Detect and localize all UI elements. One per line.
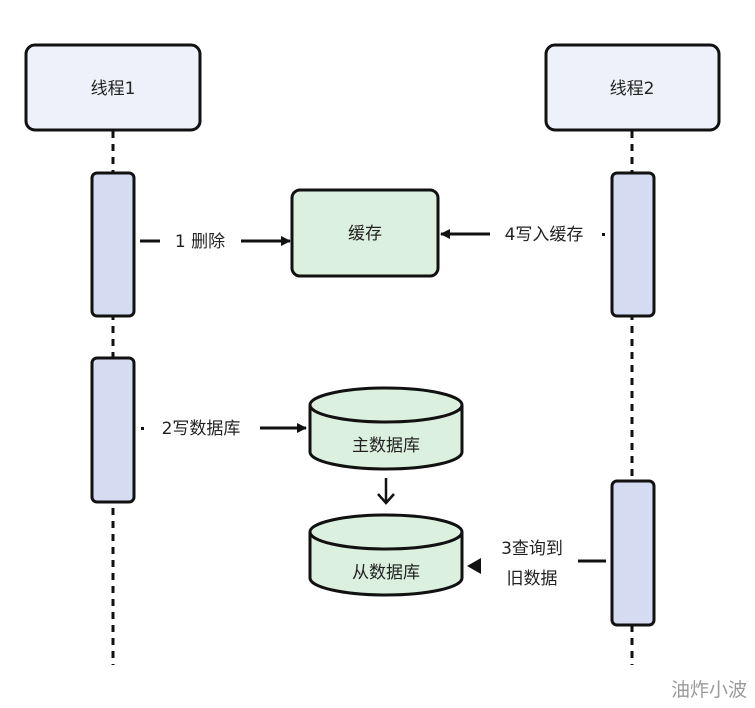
message-3-label-line2: 旧数据: [507, 569, 558, 589]
master-db-node: 主数据库: [308, 386, 464, 471]
slave-db-node: 从数据库: [308, 513, 464, 597]
actor-thread1: 线程1: [24, 43, 202, 132]
slave-db-label: 从数据库: [352, 563, 420, 583]
master-db-label: 主数据库: [352, 436, 420, 456]
message-2-label: 2写数据库: [162, 419, 241, 439]
replication-arrow: [377, 478, 395, 505]
thread2-activation-2: [610, 479, 656, 627]
message-1-delete: 1 删除: [140, 232, 291, 252]
cache-node: 缓存: [290, 188, 440, 278]
thread2-activation-1: [610, 171, 656, 318]
actor-thread1-label: 线程1: [91, 79, 136, 99]
actor-thread2: 线程2: [544, 43, 721, 132]
thread1-activation-2: [90, 356, 136, 504]
message-3-label-line1: 3查询到: [501, 539, 563, 559]
actor-thread2-label: 线程2: [610, 79, 655, 99]
message-2-write-db: 2写数据库: [141, 419, 307, 439]
watermark: 油炸小波: [671, 679, 747, 701]
message-3-query-old: 3查询到 旧数据: [467, 539, 606, 589]
thread1-activation-1: [90, 171, 136, 318]
cache-label: 缓存: [348, 224, 382, 244]
message-4-write-cache: 4写入缓存: [440, 225, 605, 245]
message-4-label: 4写入缓存: [505, 225, 584, 245]
message-1-label: 1 删除: [175, 232, 225, 252]
